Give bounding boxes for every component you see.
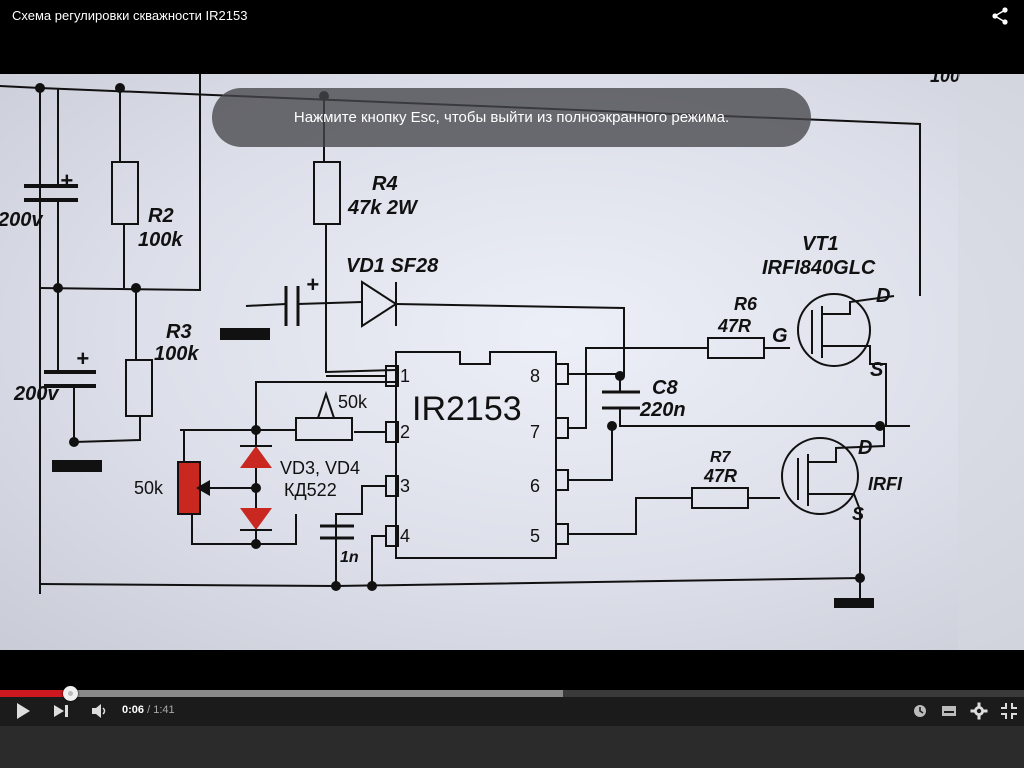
fullscreen-exit-button[interactable] bbox=[1000, 702, 1018, 720]
volume-button[interactable] bbox=[90, 702, 108, 720]
settings-button[interactable] bbox=[970, 702, 988, 720]
tantalum-plus-label: + bbox=[306, 272, 319, 297]
page-background-strip bbox=[0, 726, 1024, 768]
play-button[interactable] bbox=[14, 702, 32, 720]
subtitles-button[interactable] bbox=[940, 702, 958, 720]
pin5-label: 5 bbox=[530, 526, 540, 546]
share-icon[interactable] bbox=[990, 6, 1010, 26]
circuit-schematic: 200v 200v + + + R2 100k R3 100k R4 47k 2… bbox=[0, 74, 1024, 650]
next-icon bbox=[54, 705, 68, 717]
settings-icon bbox=[970, 702, 988, 720]
pin7-label: 7 bbox=[530, 422, 540, 442]
pin4-label: 4 bbox=[400, 526, 410, 546]
r6-value-label: 47R bbox=[717, 316, 751, 336]
player-controls: 0:06 / 1:41 bbox=[0, 686, 1024, 726]
pin8-label: 8 bbox=[530, 366, 540, 386]
pin2-label: 2 bbox=[400, 422, 410, 442]
next-button[interactable] bbox=[52, 702, 70, 720]
pot2-value-label: 50k bbox=[134, 478, 164, 498]
diodes-part-label: КД522 bbox=[284, 480, 337, 500]
progress-buffered bbox=[0, 690, 563, 697]
timing-cap-label: 1n bbox=[340, 549, 359, 566]
time-display: 0:06 / 1:41 bbox=[122, 704, 175, 716]
fullscreen-exit-icon bbox=[1001, 703, 1017, 719]
diodes-name-label: VD3, VD4 bbox=[280, 458, 360, 478]
progress-bar[interactable] bbox=[0, 686, 1024, 701]
top-right-fragment-label: 100 bbox=[930, 74, 960, 86]
ic-name-label: IR2153 bbox=[412, 390, 522, 428]
r7-value-label: 47R bbox=[703, 466, 737, 486]
vt1-part-label: IRFI840GLC bbox=[762, 257, 876, 279]
video-title[interactable]: Схема регулировки скважности IR2153 bbox=[12, 8, 248, 23]
progress-played bbox=[0, 690, 71, 697]
vt1-name-label: VT1 bbox=[802, 233, 839, 255]
pin6-label: 6 bbox=[530, 476, 540, 496]
progress-scrubber-handle[interactable] bbox=[63, 686, 78, 701]
pin3-label: 3 bbox=[400, 476, 410, 496]
letterbox-bar bbox=[0, 650, 1024, 690]
c8-name-label: C8 bbox=[652, 377, 678, 399]
r4-value-label: 47k 2W bbox=[347, 197, 419, 219]
vt1-drain-label: D bbox=[876, 285, 890, 307]
current-time: 0:06 bbox=[122, 704, 145, 716]
r2-value-label: 100k bbox=[138, 229, 183, 251]
gate-label: G bbox=[772, 325, 788, 347]
vd1-label: VD1 SF28 bbox=[346, 255, 439, 277]
r3-value-label: 100k bbox=[154, 343, 199, 365]
watch-later-icon bbox=[914, 705, 926, 717]
r7-name-label: R7 bbox=[710, 449, 732, 466]
r3-name-label: R3 bbox=[166, 321, 192, 343]
volume-icon bbox=[92, 704, 106, 718]
cap2-voltage-label: 200v bbox=[13, 383, 60, 405]
time-separator: / bbox=[144, 704, 154, 716]
vt2-source-label: S bbox=[852, 504, 864, 524]
subtitles-icon bbox=[942, 706, 956, 716]
cap1-voltage-label: 200v bbox=[0, 209, 44, 231]
duration: 1:41 bbox=[153, 704, 175, 716]
c8-value-label: 220n bbox=[639, 399, 686, 421]
video-frame[interactable]: 200v 200v + + + R2 100k R3 100k R4 47k 2… bbox=[0, 74, 1024, 650]
cap2-plus-label: + bbox=[76, 346, 89, 371]
vt2-drain-label: D bbox=[858, 437, 872, 459]
r6-name-label: R6 bbox=[734, 294, 758, 314]
vt2-part-label: IRFI bbox=[868, 474, 903, 494]
pin1-label: 1 bbox=[400, 366, 410, 386]
cap1-plus-label: + bbox=[60, 168, 73, 193]
play-icon bbox=[17, 703, 30, 719]
r4-name-label: R4 bbox=[372, 173, 398, 195]
pot1-value-label: 50k bbox=[338, 392, 368, 412]
r2-name-label: R2 bbox=[148, 205, 174, 227]
watch-later-button[interactable] bbox=[912, 702, 928, 720]
fullscreen-exit-message: Нажмите кнопку Esc, чтобы выйти из полно… bbox=[212, 88, 811, 147]
vt1-source-label: S bbox=[870, 359, 884, 381]
